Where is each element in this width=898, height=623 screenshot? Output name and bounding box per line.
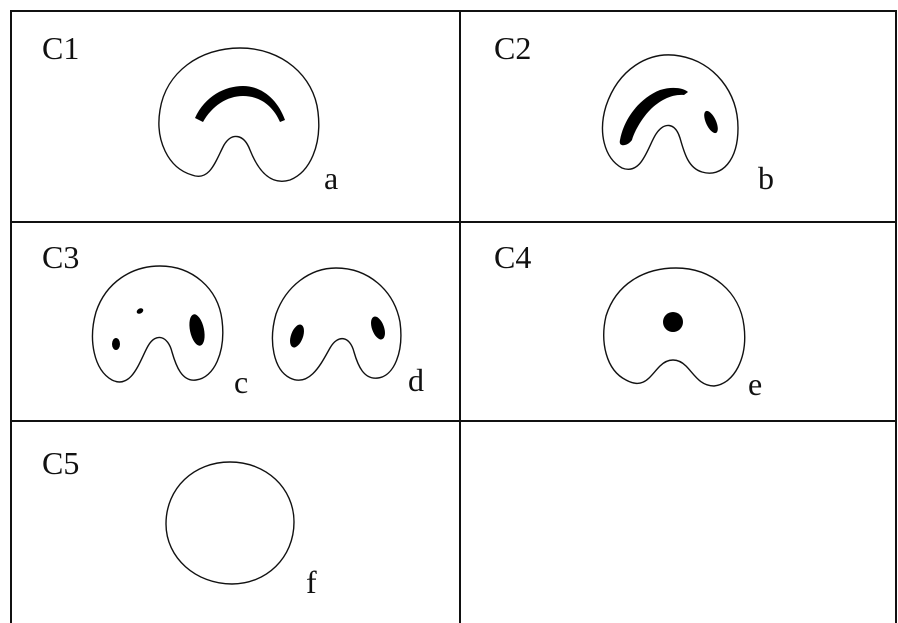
shape-b-blot-small [704, 110, 718, 134]
shape-letter-b: b [758, 160, 774, 196]
shape-d-blot-right [371, 316, 385, 340]
shape-a-outline [158, 47, 320, 182]
shape-d [271, 267, 402, 381]
shape-letter-c: c [234, 364, 249, 400]
grid-border-right [895, 10, 897, 623]
shape-d-blot-left [290, 324, 304, 348]
panel-label-c2: C2 [494, 30, 532, 66]
panel-label-c5: C5 [42, 445, 80, 481]
shape-c-blot-right [189, 314, 205, 346]
shape-e-outline [603, 267, 746, 387]
shape-letter-a: a [324, 160, 339, 196]
shape-e [603, 267, 746, 387]
shape-b-blot-large [619, 87, 688, 146]
shape-b-outline [601, 54, 739, 174]
shape-f [165, 461, 295, 585]
grid-row-divider-2 [10, 420, 897, 422]
shape-a-blot-arc [195, 86, 285, 122]
shape-letter-f: f [306, 564, 317, 600]
grid-border-left [10, 10, 12, 623]
panel-label-c1: C1 [42, 30, 80, 66]
shape-c [91, 265, 224, 383]
shape-letter-d: d [408, 362, 424, 398]
panel-label-c4: C4 [494, 239, 532, 275]
shape-e-blot-center [663, 312, 683, 332]
shape-letter-e: e [748, 366, 763, 402]
shape-c-outline [91, 265, 224, 383]
shape-a [158, 47, 320, 182]
shape-b [601, 54, 739, 174]
grid-column-divider [459, 10, 461, 623]
grid-row-divider-1 [10, 221, 897, 223]
grid-border-top [10, 10, 897, 12]
shape-f-outline [165, 461, 295, 585]
panel-label-c3: C3 [42, 239, 80, 275]
shape-c-blot-top [136, 308, 144, 314]
shape-d-outline [271, 267, 402, 381]
shape-c-blot-left [112, 338, 120, 350]
